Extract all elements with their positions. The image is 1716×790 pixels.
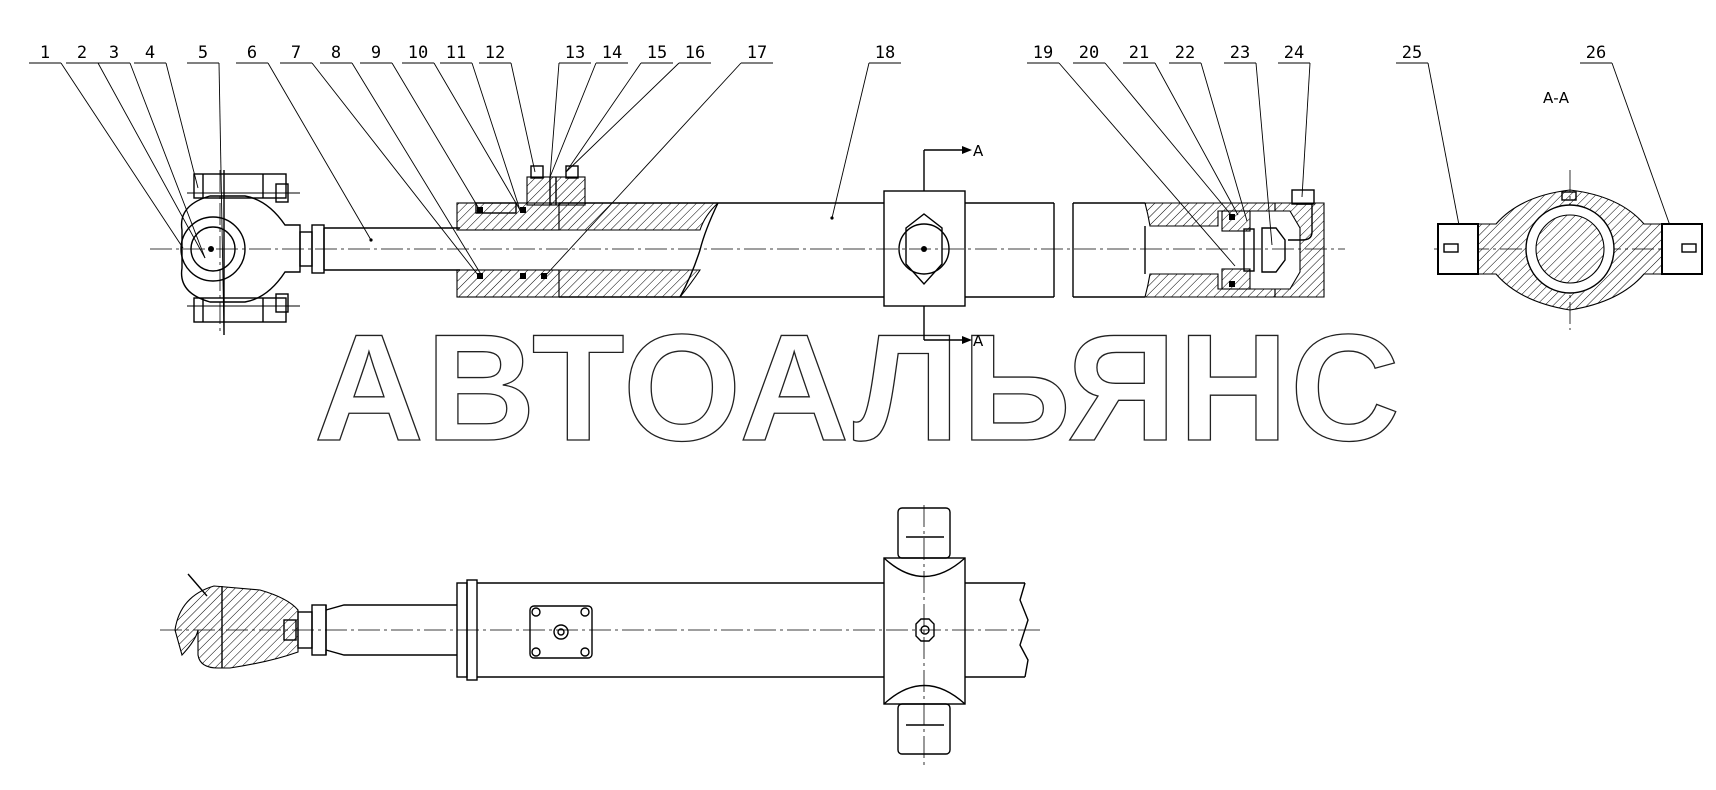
part-callout: 9 bbox=[360, 43, 479, 208]
part-number-label: 18 bbox=[875, 43, 895, 63]
part-callout: 5 bbox=[187, 43, 225, 336]
rod-end-eye bbox=[180, 170, 325, 335]
callout-leader bbox=[471, 62, 521, 211]
section-a-a-label: А-А bbox=[1543, 89, 1570, 107]
part-callout: 1 bbox=[29, 43, 184, 249]
part-number-label: 17 bbox=[747, 43, 767, 63]
section-marker-top: А bbox=[973, 142, 984, 160]
part-callout: 13 bbox=[549, 43, 591, 178]
callout-leader bbox=[565, 62, 680, 173]
part-number-label: 11 bbox=[446, 43, 466, 63]
part-callout: 14 bbox=[549, 43, 628, 178]
part-number-label: 3 bbox=[109, 43, 119, 63]
part-number-label: 24 bbox=[1284, 43, 1304, 63]
callout-leader bbox=[391, 62, 479, 208]
callout-leader bbox=[218, 62, 225, 336]
part-callout: 26 bbox=[1580, 43, 1679, 249]
part-number-label: 26 bbox=[1586, 43, 1606, 63]
part-number-label: 16 bbox=[685, 43, 705, 63]
part-callout: 10 bbox=[402, 43, 521, 211]
part-number-label: 1 bbox=[40, 43, 50, 63]
callout-leader bbox=[267, 62, 372, 241]
part-callout: 20 bbox=[1073, 43, 1233, 217]
part-callout: 19 bbox=[1027, 43, 1236, 267]
part-number-label: 9 bbox=[371, 43, 381, 63]
part-callout: 6 bbox=[236, 43, 372, 241]
part-callout: 15 bbox=[565, 43, 673, 173]
part-number-label: 19 bbox=[1033, 43, 1053, 63]
watermark-text: АВТОАЛЬЯНС bbox=[314, 303, 1402, 473]
callout-leader bbox=[60, 62, 184, 249]
part-number-label: 10 bbox=[408, 43, 428, 63]
part-callout: 23 bbox=[1224, 43, 1273, 246]
callout-leader bbox=[165, 62, 199, 189]
part-callout: 22 bbox=[1169, 43, 1248, 222]
callout-leader bbox=[831, 62, 870, 219]
cylinder-side-view bbox=[160, 505, 1040, 765]
callout-leader bbox=[1611, 62, 1679, 249]
callout-leader bbox=[351, 62, 483, 277]
part-number-label: 4 bbox=[145, 43, 155, 63]
piston-rod bbox=[324, 227, 460, 271]
callout-leader bbox=[1255, 62, 1273, 246]
callout-leader bbox=[1104, 62, 1233, 217]
callout-leader bbox=[544, 62, 742, 277]
end-cap-section bbox=[1144, 189, 1325, 298]
part-number-label: 7 bbox=[291, 43, 301, 63]
cylinder-barrel bbox=[558, 202, 884, 298]
part-callout: 21 bbox=[1123, 43, 1239, 216]
callout-leader bbox=[1301, 62, 1311, 198]
callout-leader bbox=[1058, 62, 1236, 267]
part-number-label: 12 bbox=[485, 43, 505, 63]
part-callout: 18 bbox=[831, 43, 901, 219]
part-number-label: 21 bbox=[1129, 43, 1149, 63]
part-number-label: 13 bbox=[565, 43, 585, 63]
callout-leader bbox=[97, 62, 206, 259]
gland-section bbox=[456, 165, 586, 298]
section-marker-bottom: А bbox=[973, 332, 984, 350]
part-number-label: 8 bbox=[331, 43, 341, 63]
callout-leader bbox=[510, 62, 536, 173]
part-callout: 16 bbox=[565, 43, 711, 173]
callout-leader bbox=[129, 62, 206, 259]
cylinder-top-view: А А bbox=[150, 142, 1345, 350]
part-callout: 2 bbox=[66, 43, 206, 259]
part-number-label: 5 bbox=[198, 43, 208, 63]
callout-leader bbox=[1154, 62, 1239, 216]
part-callout: 24 bbox=[1278, 43, 1311, 198]
section-a-a: А-А bbox=[1434, 89, 1703, 330]
callout-leader bbox=[311, 62, 479, 276]
part-callout: 8 bbox=[320, 43, 483, 277]
trunnion-block: А А bbox=[883, 142, 984, 350]
part-number-label: 14 bbox=[602, 43, 622, 63]
part-callout: 12 bbox=[479, 43, 536, 173]
part-callout: 7 bbox=[280, 43, 479, 276]
part-callout: 3 bbox=[98, 43, 206, 259]
callout-leader bbox=[549, 62, 597, 178]
part-callout: 17 bbox=[544, 43, 773, 277]
part-number-label: 15 bbox=[647, 43, 667, 63]
callout-leader bbox=[565, 62, 642, 173]
callout-leader bbox=[1427, 62, 1464, 247]
callout-leader bbox=[549, 62, 560, 178]
part-callout: 11 bbox=[440, 43, 521, 211]
part-number-label: 25 bbox=[1402, 43, 1422, 63]
part-number-label: 20 bbox=[1079, 43, 1099, 63]
barrel-right bbox=[965, 202, 1145, 298]
callout-leader bbox=[1200, 62, 1248, 222]
part-number-label: 2 bbox=[77, 43, 87, 63]
part-callout: 4 bbox=[134, 43, 199, 189]
part-callout: 25 bbox=[1396, 43, 1464, 247]
part-number-label: 23 bbox=[1230, 43, 1250, 63]
callout-leader bbox=[433, 62, 521, 211]
part-number-label: 22 bbox=[1175, 43, 1195, 63]
part-number-label: 6 bbox=[247, 43, 257, 63]
